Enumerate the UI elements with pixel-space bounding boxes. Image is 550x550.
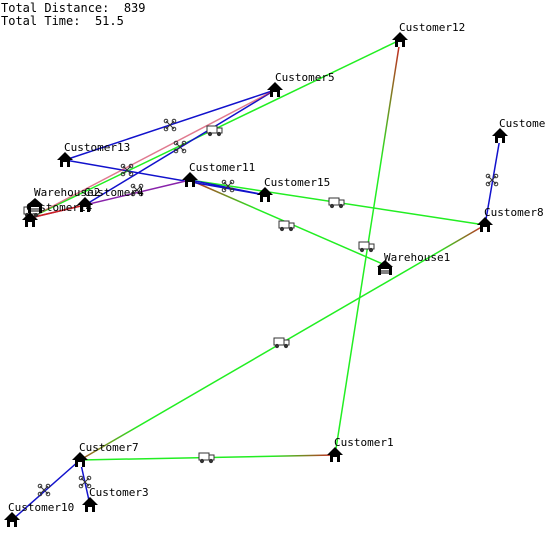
drone-route-customer7-customer10 — [11, 459, 81, 521]
node-label: Customer7 — [79, 441, 139, 454]
vehicles — [23, 118, 499, 497]
house-icon — [392, 32, 408, 47]
node-label: Custome — [499, 117, 545, 130]
total-distance-label: Total Distance: — [1, 1, 110, 15]
nodes: Customer12 Customer5 Customer13 Customer… — [4, 21, 545, 527]
house-icon — [477, 217, 493, 232]
node-label: Warehouse2 — [34, 186, 100, 199]
house-icon — [82, 497, 98, 512]
node-customer15[interactable]: Customer15 — [257, 176, 330, 202]
house-icon — [4, 512, 20, 527]
total-distance-value: 839 — [123, 1, 146, 15]
node-label: Customer4 — [84, 186, 144, 199]
house-icon — [77, 197, 93, 212]
node-customer5[interactable]: Customer5 — [267, 71, 335, 97]
node-label: Customer13 — [64, 141, 130, 154]
node-label: Customer15 — [264, 176, 330, 189]
node-label: Customer14 — [26, 201, 93, 214]
drone-route-customer11-customer15 — [189, 179, 266, 196]
drone-icon — [130, 183, 144, 197]
drone-icon — [78, 475, 92, 489]
truck-icon — [206, 125, 223, 137]
node-customer4[interactable]: Customer4 — [77, 186, 144, 212]
node-customer7[interactable]: Customer7 — [72, 441, 139, 467]
node-label: Customer5 — [275, 71, 335, 84]
node-customer10[interactable]: Customer10 — [4, 501, 74, 527]
truck-icon — [278, 220, 295, 232]
node-customer13[interactable]: Customer13 — [57, 141, 130, 167]
truck-icon — [358, 241, 375, 253]
node-customer14[interactable]: Customer14 — [22, 201, 93, 227]
drone-icon — [485, 173, 499, 187]
drone-route-customer4-customer14 — [29, 204, 86, 219]
node-customer3[interactable]: Customer3 — [82, 486, 149, 512]
node-warehouse1[interactable]: Warehouse1 — [377, 251, 450, 275]
node-label: Warehouse1 — [384, 251, 450, 264]
total-time-label: Total Time: — [1, 14, 81, 28]
drone-routes — [11, 89, 501, 521]
house-icon — [492, 128, 508, 143]
drone-route-customer5-warehouse2 — [29, 89, 276, 219]
truck-routes — [29, 39, 486, 461]
node-customer11[interactable]: Customer11 — [182, 161, 255, 187]
node-label: Customer11 — [189, 161, 255, 174]
house-icon — [267, 82, 283, 97]
node-label: Customer12 — [399, 21, 465, 34]
node-warehouse2[interactable]: Warehouse2 — [27, 186, 100, 213]
drone-icon — [221, 179, 235, 193]
drone-icon — [173, 140, 187, 154]
node-label: Customer10 — [8, 501, 74, 514]
node-customer9[interactable]: Custome — [492, 117, 545, 143]
drone-route-customer8-customer9 — [484, 137, 501, 226]
node-label: Customer1 — [334, 436, 394, 449]
drone-icon — [37, 483, 51, 497]
house-icon — [57, 152, 73, 167]
house-icon — [72, 452, 88, 467]
node-label: Customer8 — [484, 206, 544, 219]
truck-icon — [198, 452, 215, 464]
node-customer1[interactable]: Customer1 — [327, 436, 394, 462]
house-icon — [257, 187, 273, 202]
total-distance: Total Distance: 839 — [1, 2, 146, 15]
node-label: Customer3 — [89, 486, 149, 499]
truck-icon — [273, 337, 290, 349]
node-customer8[interactable]: Customer8 — [477, 206, 544, 232]
total-time: Total Time: 51.5 — [1, 15, 124, 28]
node-customer12[interactable]: Customer12 — [392, 21, 465, 47]
drone-icon — [163, 118, 177, 132]
total-time-value: 51.5 — [94, 14, 124, 28]
house-icon — [327, 447, 343, 462]
truck-icon — [328, 197, 345, 209]
house-icon — [22, 212, 38, 227]
house-icon — [182, 172, 198, 187]
drone-icon — [120, 163, 134, 177]
